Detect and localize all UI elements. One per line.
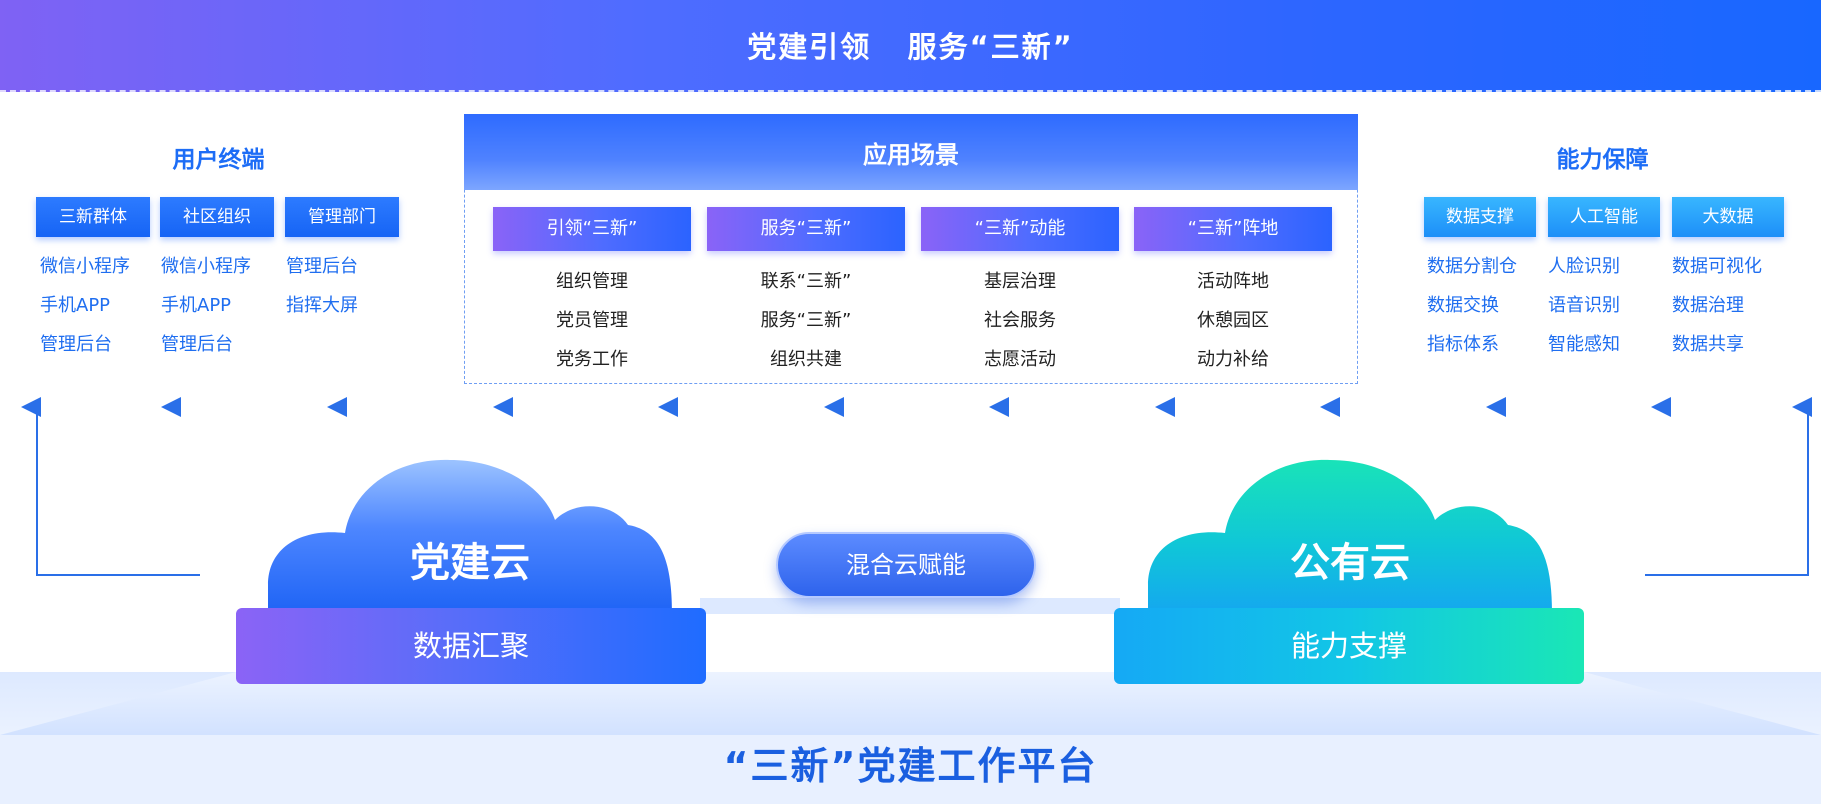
chip-sanxin-power: “三新”动能 [921,207,1119,251]
data-aggregation-box: 数据汇聚 [236,608,706,684]
list-item: 微信小程序 [40,256,130,277]
platform-strip [0,735,1821,804]
chip-big-data: 大数据 [1672,197,1784,237]
terminal-list-1: 微信小程序 手机APP 管理后台 [40,247,130,364]
party-cloud-label: 党建云 [410,540,530,586]
list-item: 联系“三新” [760,271,852,292]
list-item: 志愿活动 [984,349,1056,370]
list-item: 微信小程序 [161,256,251,277]
list-item: 社会服务 [984,310,1056,331]
list-item: 组织共建 [770,349,842,370]
platform-title: “三新”党建工作平台 [723,744,1098,788]
list-item: 党员管理 [556,310,628,331]
scene-list-3: 基层治理 社会服务 志愿活动 [921,262,1119,379]
list-item: 管理后台 [286,256,358,277]
list-item: 休憩园区 [1197,310,1269,331]
hybrid-cloud-pill: 混合云赋能 [776,532,1036,598]
chip-serve-sanxin: 服务“三新” [707,207,905,251]
list-item: 服务“三新” [760,310,852,331]
scene-list-4: 活动阵地 休憩园区 动力补给 [1134,262,1332,379]
list-item: 数据分割仓 [1427,256,1517,277]
left-connector [21,397,200,576]
list-item: 指挥大屏 [286,295,358,316]
scene-list-1: 组织管理 党员管理 党务工作 [493,262,691,379]
chip-community-org: 社区组织 [160,197,274,237]
list-item: 党务工作 [556,349,628,370]
banner-title: 党建引领 服务“三新” [747,30,1074,64]
party-cloud-shape [268,459,672,612]
list-item: 手机APP [161,295,232,316]
chip-lead-sanxin: 引领“三新” [493,207,691,251]
top-banner: 党建引领 服务“三新” [0,0,1821,92]
list-item: 组织管理 [556,271,628,292]
capability-list-3: 数据可视化 数据治理 数据共享 [1672,247,1762,364]
list-item: 数据可视化 [1672,256,1762,277]
capability-title: 能力保障 [1556,147,1649,173]
list-item: 基层治理 [984,271,1056,292]
list-item: 语音识别 [1548,295,1620,316]
chip-sanxin-base: “三新”阵地 [1134,207,1332,251]
list-item: 管理后台 [161,334,233,355]
chip-management-dept: 管理部门 [285,197,399,237]
scene-list-2: 联系“三新” 服务“三新” 组织共建 [707,262,905,379]
list-item: 数据交换 [1427,295,1499,316]
terminal-list-2: 微信小程序 手机APP 管理后台 [161,247,251,364]
glow-band [700,598,1120,614]
list-item: 动力补给 [1197,349,1269,370]
capability-support-box: 能力支撑 [1114,608,1584,684]
list-item: 手机APP [40,295,111,316]
application-header: 应用场景 [464,114,1358,190]
chip-sanxin-group: 三新群体 [36,197,150,237]
chip-ai: 人工智能 [1548,197,1660,237]
public-cloud-shape [1148,459,1552,612]
user-terminal-title: 用户终端 [172,147,265,173]
list-item: 数据共享 [1672,334,1744,355]
list-item: 智能感知 [1548,334,1620,355]
chip-data-support: 数据支撑 [1424,197,1536,237]
capability-list-1: 数据分割仓 数据交换 指标体系 [1427,247,1517,364]
application-title: 应用场景 [863,140,959,169]
capability-list-2: 人脸识别 语音识别 智能感知 [1548,247,1620,364]
list-item: 指标体系 [1427,334,1499,355]
list-item: 数据治理 [1672,295,1744,316]
platform-trapezoid [0,672,1821,735]
list-item: 活动阵地 [1197,271,1269,292]
right-connector [1645,397,1812,576]
public-cloud-label: 公有云 [1290,540,1410,586]
terminal-list-3: 管理后台 指挥大屏 [286,247,358,325]
list-item: 人脸识别 [1548,256,1620,277]
list-item: 管理后台 [40,334,112,355]
